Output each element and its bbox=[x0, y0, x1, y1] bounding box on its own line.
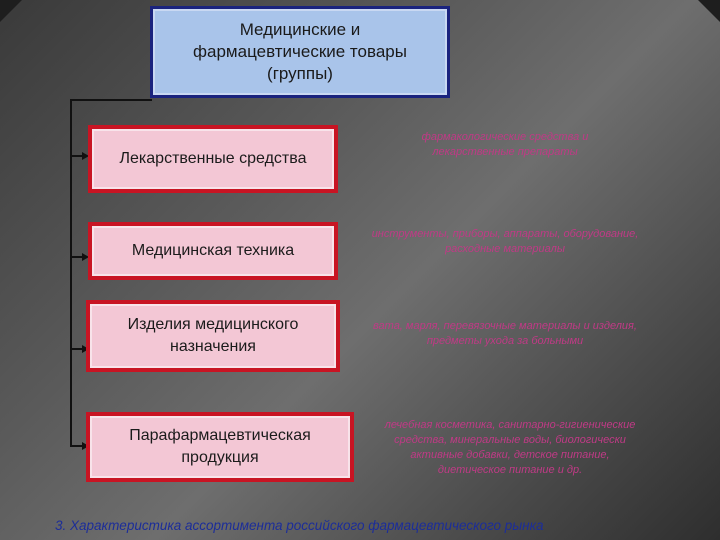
category-node: Парафармацевтическая продукция bbox=[86, 412, 354, 482]
connector-branch bbox=[70, 155, 84, 157]
connector-branch bbox=[70, 445, 84, 447]
connector-trunk bbox=[70, 100, 72, 445]
category-description: лечебная косметика, санитарно-гигиеничес… bbox=[384, 419, 636, 476]
category-label: Медицинская техника bbox=[131, 242, 295, 259]
category-label: Изделия медицинского назначения bbox=[127, 316, 299, 355]
category-node: Медицинская техника bbox=[88, 222, 338, 280]
arrow-icon bbox=[82, 345, 89, 353]
category-description: инструменты, приборы, аппараты, оборудов… bbox=[371, 228, 639, 255]
connector-branch bbox=[70, 348, 84, 350]
category-label: Лекарственные средства bbox=[119, 150, 307, 167]
corner-decoration bbox=[0, 0, 22, 22]
connector-branch bbox=[70, 256, 84, 258]
category-description: фармакологические средства и лекарственн… bbox=[421, 131, 589, 158]
corner-decoration bbox=[698, 0, 720, 22]
root-title: Медицинские и фармацевтические товары (г… bbox=[193, 20, 407, 83]
arrow-icon bbox=[82, 442, 89, 450]
category-node: Лекарственные средства bbox=[88, 125, 338, 193]
arrow-icon bbox=[82, 253, 89, 261]
category-node: Изделия медицинского назначения bbox=[86, 300, 340, 372]
connector-line bbox=[70, 99, 152, 101]
category-description: вата, марля, перевязочные материалы и из… bbox=[373, 320, 637, 347]
root-node: Медицинские и фармацевтические товары (г… bbox=[150, 6, 450, 98]
category-label: Парафармацевтическая продукция bbox=[129, 427, 311, 466]
arrow-icon bbox=[82, 152, 89, 160]
slide-caption: 3. Характеристика ассортимента российско… bbox=[55, 518, 544, 533]
